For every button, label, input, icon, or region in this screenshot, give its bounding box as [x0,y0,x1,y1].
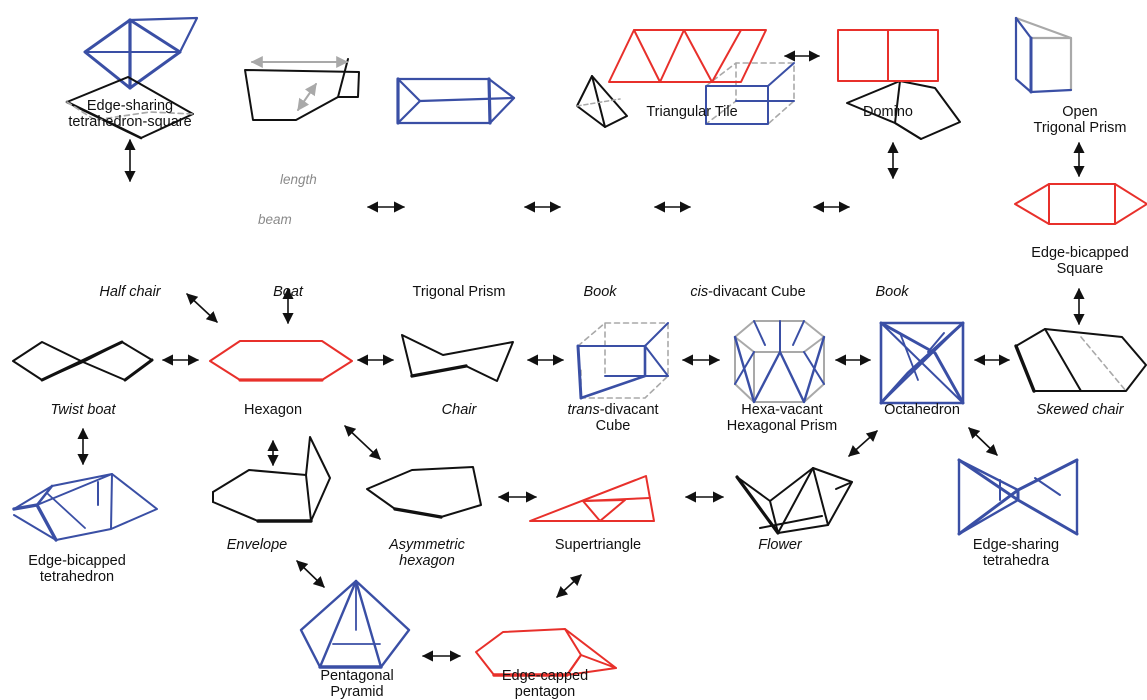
label-pentagonal-pyramid: Pentagonal Pyramid [320,668,394,700]
chair-shape [401,334,514,382]
boat-shape [244,58,360,121]
twist-boat-shape [12,340,154,382]
arrow-flower-octahedron [848,430,878,457]
label-boat-beam: beam [258,212,292,227]
edge-bicapped-square-shape [1014,183,1147,225]
label-hexa-vacant-hexagonal-prism: Hexa-vacant Hexagonal Prism [726,402,838,434]
arrow-half-chair-hexagon [186,293,218,323]
arrow-hexagon-asymmetric [344,425,381,460]
arrow-octahedron-tetrahedra [968,427,998,456]
label-half-chair: Half chair [99,284,161,300]
label-edge-bicapped-tetrahedron: Edge-bicapped tetrahedron [28,553,126,585]
label-edge-bicapped-square: Edge-bicapped Square [1031,245,1129,277]
trigonal-prism-shape [396,77,516,125]
asymmetric-hexagon-shape [366,466,482,519]
label-hexagon: Hexagon [243,402,303,418]
label-book-1: Book [583,284,617,300]
edge-capped-pentagon-shape [475,628,617,677]
octahedron-shape [879,321,965,405]
label-triangular-tile: Triangular Tile [646,104,738,120]
label-octahedron: Octahedron [884,402,960,418]
label-domino: Domino [863,104,913,120]
supertriangle-shape [529,475,655,522]
label-edge-sharing-tetrahedra: Edge-sharing tetrahedra [972,537,1060,569]
cis-divacant-cube-shape [705,62,795,125]
trans-divacant-cube-shape [576,322,669,400]
open-trigonal-prism-shape [1014,16,1073,94]
boat-dimension-arrows [250,56,349,111]
label-trans-divacant-cube: trans-divacant Cube [567,402,659,434]
pentagonal-pyramid-shape [299,579,411,669]
edge-bicapped-tetrahedron-shape [12,473,158,542]
half-chair-shape [65,76,194,140]
envelope-shape [212,436,331,523]
label-book-2: Book [875,284,909,300]
arrow-envelope-pyramid [296,560,325,588]
label-boat: Boat [273,284,303,300]
label-envelope: Envelope [226,537,288,553]
edge-sharing-tetrahedra-shape [957,458,1079,536]
triangular-tile-shape [608,29,767,83]
domino-shape [837,29,939,82]
label-supertriangle: Supertriangle [554,537,642,553]
label-asymmetric-hexagon: Asymmetric hexagon [389,537,465,569]
label-edge-sharing-tetrahedron-square: Edge-sharing tetrahedron-square [68,98,192,130]
skewed-chair-shape [1014,328,1147,393]
label-chair: Chair [441,402,477,418]
flower-shape [735,467,853,535]
label-open-trigonal-prism: Open Trigonal Prism [1033,104,1127,136]
label-flower: Flower [758,537,802,553]
hexagon-shape [209,340,353,382]
label-twist-boat: Twist boat [50,402,116,418]
hexa-vacant-hexagonal-prism-shape [733,320,826,404]
edge-sharing-tetrahedron-square-shape [83,16,199,90]
label-edge-capped-pentagon: Edge-capped pentagon [501,668,589,700]
transformation-arrows [77,50,1085,662]
arrow-supertriangle-capped-pentagon [556,574,582,598]
label-skewed-chair: Skewed chair [1036,402,1124,418]
label-cis-divacant-cube: cis-divacant Cube [690,284,806,300]
label-boat-length: length [280,172,317,187]
book-shape-1 [576,75,628,128]
label-trigonal-prism: Trigonal Prism [412,284,506,300]
